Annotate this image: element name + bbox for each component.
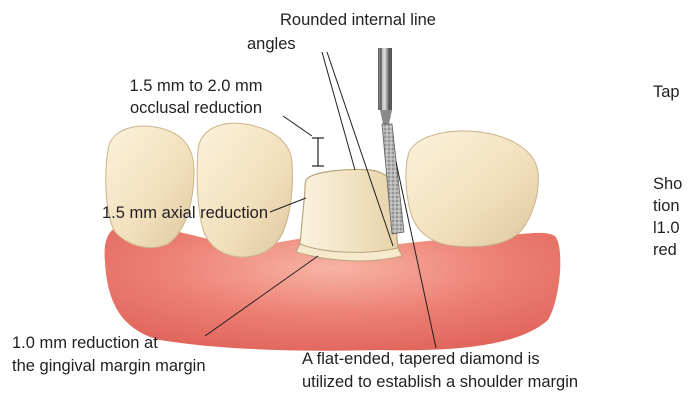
molar-tooth [406,131,538,247]
label-cut-sho: Sho [653,174,688,194]
label-cut-tap: Tap [653,82,688,102]
label-occlusal-reduction-1: 1.5 mm to 2.0 mm [86,76,306,96]
premolar-tooth [197,123,292,257]
label-axial-reduction: 1.5 mm axial reduction [10,203,268,223]
leader-rounded-1 [322,52,355,170]
label-gingival-reduction-1: 1.0 mm reduction at [12,333,242,353]
leader-occlusal [283,116,312,136]
prepared-tooth [300,169,398,256]
label-gingival-reduction-2: the gingival margin margin [12,356,302,376]
label-rounded-internal-line-angles-1: Rounded internal line [228,10,488,30]
label-cut-red: red [653,240,688,260]
label-rounded-internal-line-angles-2: angles [247,34,367,54]
label-diamond-bur-1: A flat-ended, tapered diamond is [302,349,632,369]
label-cut-tion: tion [653,196,688,216]
label-diamond-bur-2: utilized to establish a shoulder margin [302,372,662,392]
label-occlusal-reduction-2: occlusal reduction [86,98,306,118]
label-cut-1-0: l1.0 [653,218,688,238]
occlusal-reduction-bracket [312,138,324,166]
left-tooth [106,126,194,248]
